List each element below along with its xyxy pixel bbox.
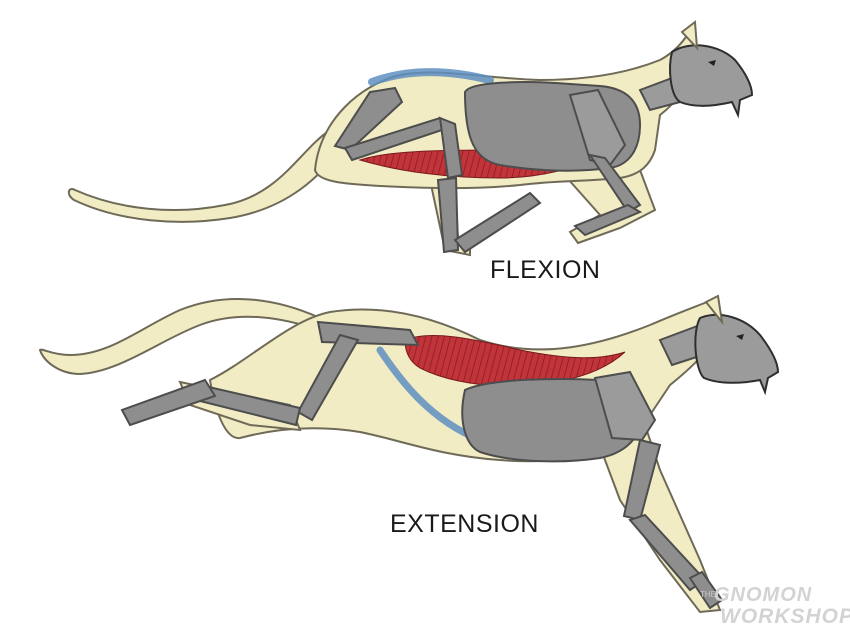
flexion-cat-figure xyxy=(67,20,754,257)
flexion-head xyxy=(669,44,754,119)
flexion-sinew xyxy=(368,68,494,86)
extension-cat-figure xyxy=(38,294,780,614)
extension-muscle xyxy=(404,335,626,387)
watermark-small-text: THE xyxy=(700,590,716,599)
extension-head xyxy=(694,313,780,396)
flexion-label: FLEXION xyxy=(490,256,601,284)
extension-ribcage xyxy=(461,378,644,463)
watermark-line1: GNOMON xyxy=(714,584,813,606)
extension-tail xyxy=(38,297,322,376)
watermark-line2: WORKSHOP xyxy=(720,605,850,628)
flexion-pelvis xyxy=(333,86,404,152)
watermark-logo: THE GNOMON WORKSHOP xyxy=(700,584,850,634)
extension-label: EXTENSION xyxy=(390,510,539,538)
flexion-tail xyxy=(67,128,342,223)
